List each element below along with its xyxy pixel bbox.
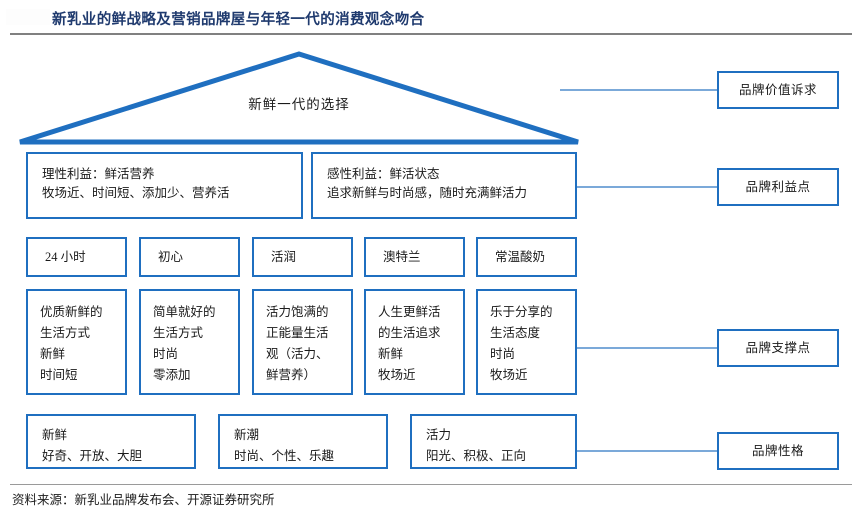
support-box-2[interactable]: 简单就好的 生活方式 时尚 零添加 bbox=[139, 289, 240, 395]
personality-line1: 新鲜 bbox=[42, 428, 68, 442]
support-line-1: 人生更鲜活 bbox=[378, 305, 441, 319]
support-line-1: 优质新鲜的 bbox=[40, 305, 103, 319]
benefit-rational-line1: 理性利益：鲜活营养 bbox=[42, 167, 155, 181]
connector-line-brand-support bbox=[577, 347, 717, 349]
brand-box-aoteran[interactable]: 澳特兰 bbox=[364, 237, 465, 277]
support-line-3: 时尚 bbox=[153, 347, 179, 361]
brand-box-24-hours[interactable]: 24 小时 bbox=[26, 237, 127, 277]
personality-line1: 活力 bbox=[426, 428, 452, 442]
source-note: 资料来源：新乳业品牌发布会、开源证券研究所 bbox=[12, 493, 275, 507]
personality-line2: 时尚、个性、乐趣 bbox=[234, 449, 335, 463]
brand-label: 活润 bbox=[271, 249, 297, 264]
benefit-rational-line2: 牧场近、时间短、添加少、营养活 bbox=[42, 186, 230, 200]
support-line-3: 观（活力、 bbox=[266, 347, 329, 361]
support-line-4: 牧场近 bbox=[378, 368, 416, 382]
right-label-text: 品牌利益点 bbox=[745, 179, 811, 194]
brand-label: 常温酸奶 bbox=[495, 249, 546, 264]
brand-label: 澳特兰 bbox=[383, 249, 421, 264]
connector-line-brand-benefit bbox=[577, 186, 717, 188]
brand-box-chuxin[interactable]: 初心 bbox=[139, 237, 240, 277]
support-line-2: 生活方式 bbox=[153, 326, 204, 340]
benefit-box-emotional[interactable]: 感性利益：鲜活状态 追求新鲜与时尚感，随时充满鲜活力 bbox=[311, 152, 577, 219]
support-line-3: 新鲜 bbox=[378, 347, 404, 361]
header-divider bbox=[10, 33, 852, 35]
support-line-2: 生活态度 bbox=[490, 326, 541, 340]
house-roof bbox=[16, 50, 582, 146]
support-box-5[interactable]: 乐于分享的 生活态度 时尚 牧场近 bbox=[476, 289, 577, 395]
support-line-4: 鲜营养） bbox=[266, 368, 317, 382]
support-box-3[interactable]: 活力饱满的 正能量生活 观（活力、 鲜营养） bbox=[252, 289, 353, 395]
benefit-box-rational[interactable]: 理性利益：鲜活营养 牧场近、时间短、添加少、营养活 bbox=[26, 152, 303, 219]
page-title: 新乳业的鲜战略及营销品牌屋与年轻一代的消费观念吻合 bbox=[52, 12, 425, 28]
personality-box-trendy[interactable]: 新潮 时尚、个性、乐趣 bbox=[218, 414, 388, 469]
brand-box-huorun[interactable]: 活润 bbox=[252, 237, 353, 277]
brand-label: 初心 bbox=[158, 249, 184, 264]
right-label-brand-benefit[interactable]: 品牌利益点 bbox=[717, 168, 839, 206]
support-line-4: 零添加 bbox=[153, 368, 191, 382]
roof-triangle-svg bbox=[19, 51, 579, 145]
personality-line2: 好奇、开放、大胆 bbox=[42, 449, 143, 463]
roof-label: 新鲜一代的选择 bbox=[248, 97, 350, 112]
support-box-1[interactable]: 优质新鲜的 生活方式 新鲜 时间短 bbox=[26, 289, 127, 395]
benefit-emotional-line2: 追求新鲜与时尚感，随时充满鲜活力 bbox=[327, 186, 528, 200]
support-line-3: 新鲜 bbox=[40, 347, 66, 361]
support-line-4: 牧场近 bbox=[490, 368, 528, 382]
support-line-1: 活力饱满的 bbox=[266, 305, 329, 319]
support-line-1: 乐于分享的 bbox=[490, 305, 553, 319]
right-label-text: 品牌支撑点 bbox=[745, 340, 811, 355]
support-line-2: 生活方式 bbox=[40, 326, 91, 340]
brand-box-ambient-yogurt[interactable]: 常温酸奶 bbox=[476, 237, 577, 277]
personality-box-vitality[interactable]: 活力 阳光、积极、正向 bbox=[410, 414, 577, 469]
right-label-brand-personality[interactable]: 品牌性格 bbox=[717, 432, 839, 470]
connector-line-brand-personality bbox=[577, 450, 717, 452]
support-line-4: 时间短 bbox=[40, 368, 78, 382]
footer-divider bbox=[10, 484, 852, 485]
personality-box-fresh[interactable]: 新鲜 好奇、开放、大胆 bbox=[26, 414, 196, 469]
header-watermark bbox=[6, 9, 50, 25]
support-box-4[interactable]: 人生更鲜活 的生活追求 新鲜 牧场近 bbox=[364, 289, 465, 395]
support-line-1: 简单就好的 bbox=[153, 305, 216, 319]
support-line-2: 正能量生活 bbox=[266, 326, 329, 340]
right-label-brand-support[interactable]: 品牌支撑点 bbox=[717, 329, 839, 367]
right-label-text: 品牌价值诉求 bbox=[738, 82, 817, 97]
support-line-2: 的生活追求 bbox=[378, 326, 441, 340]
connector-line-brand-value bbox=[560, 89, 717, 91]
right-label-text: 品牌性格 bbox=[751, 443, 804, 458]
right-label-brand-value[interactable]: 品牌价值诉求 bbox=[717, 71, 839, 109]
support-line-3: 时尚 bbox=[490, 347, 516, 361]
personality-line1: 新潮 bbox=[234, 428, 260, 442]
benefit-emotional-line1: 感性利益：鲜活状态 bbox=[327, 167, 440, 181]
brand-label: 24 小时 bbox=[45, 249, 86, 264]
personality-line2: 阳光、积极、正向 bbox=[426, 449, 527, 463]
